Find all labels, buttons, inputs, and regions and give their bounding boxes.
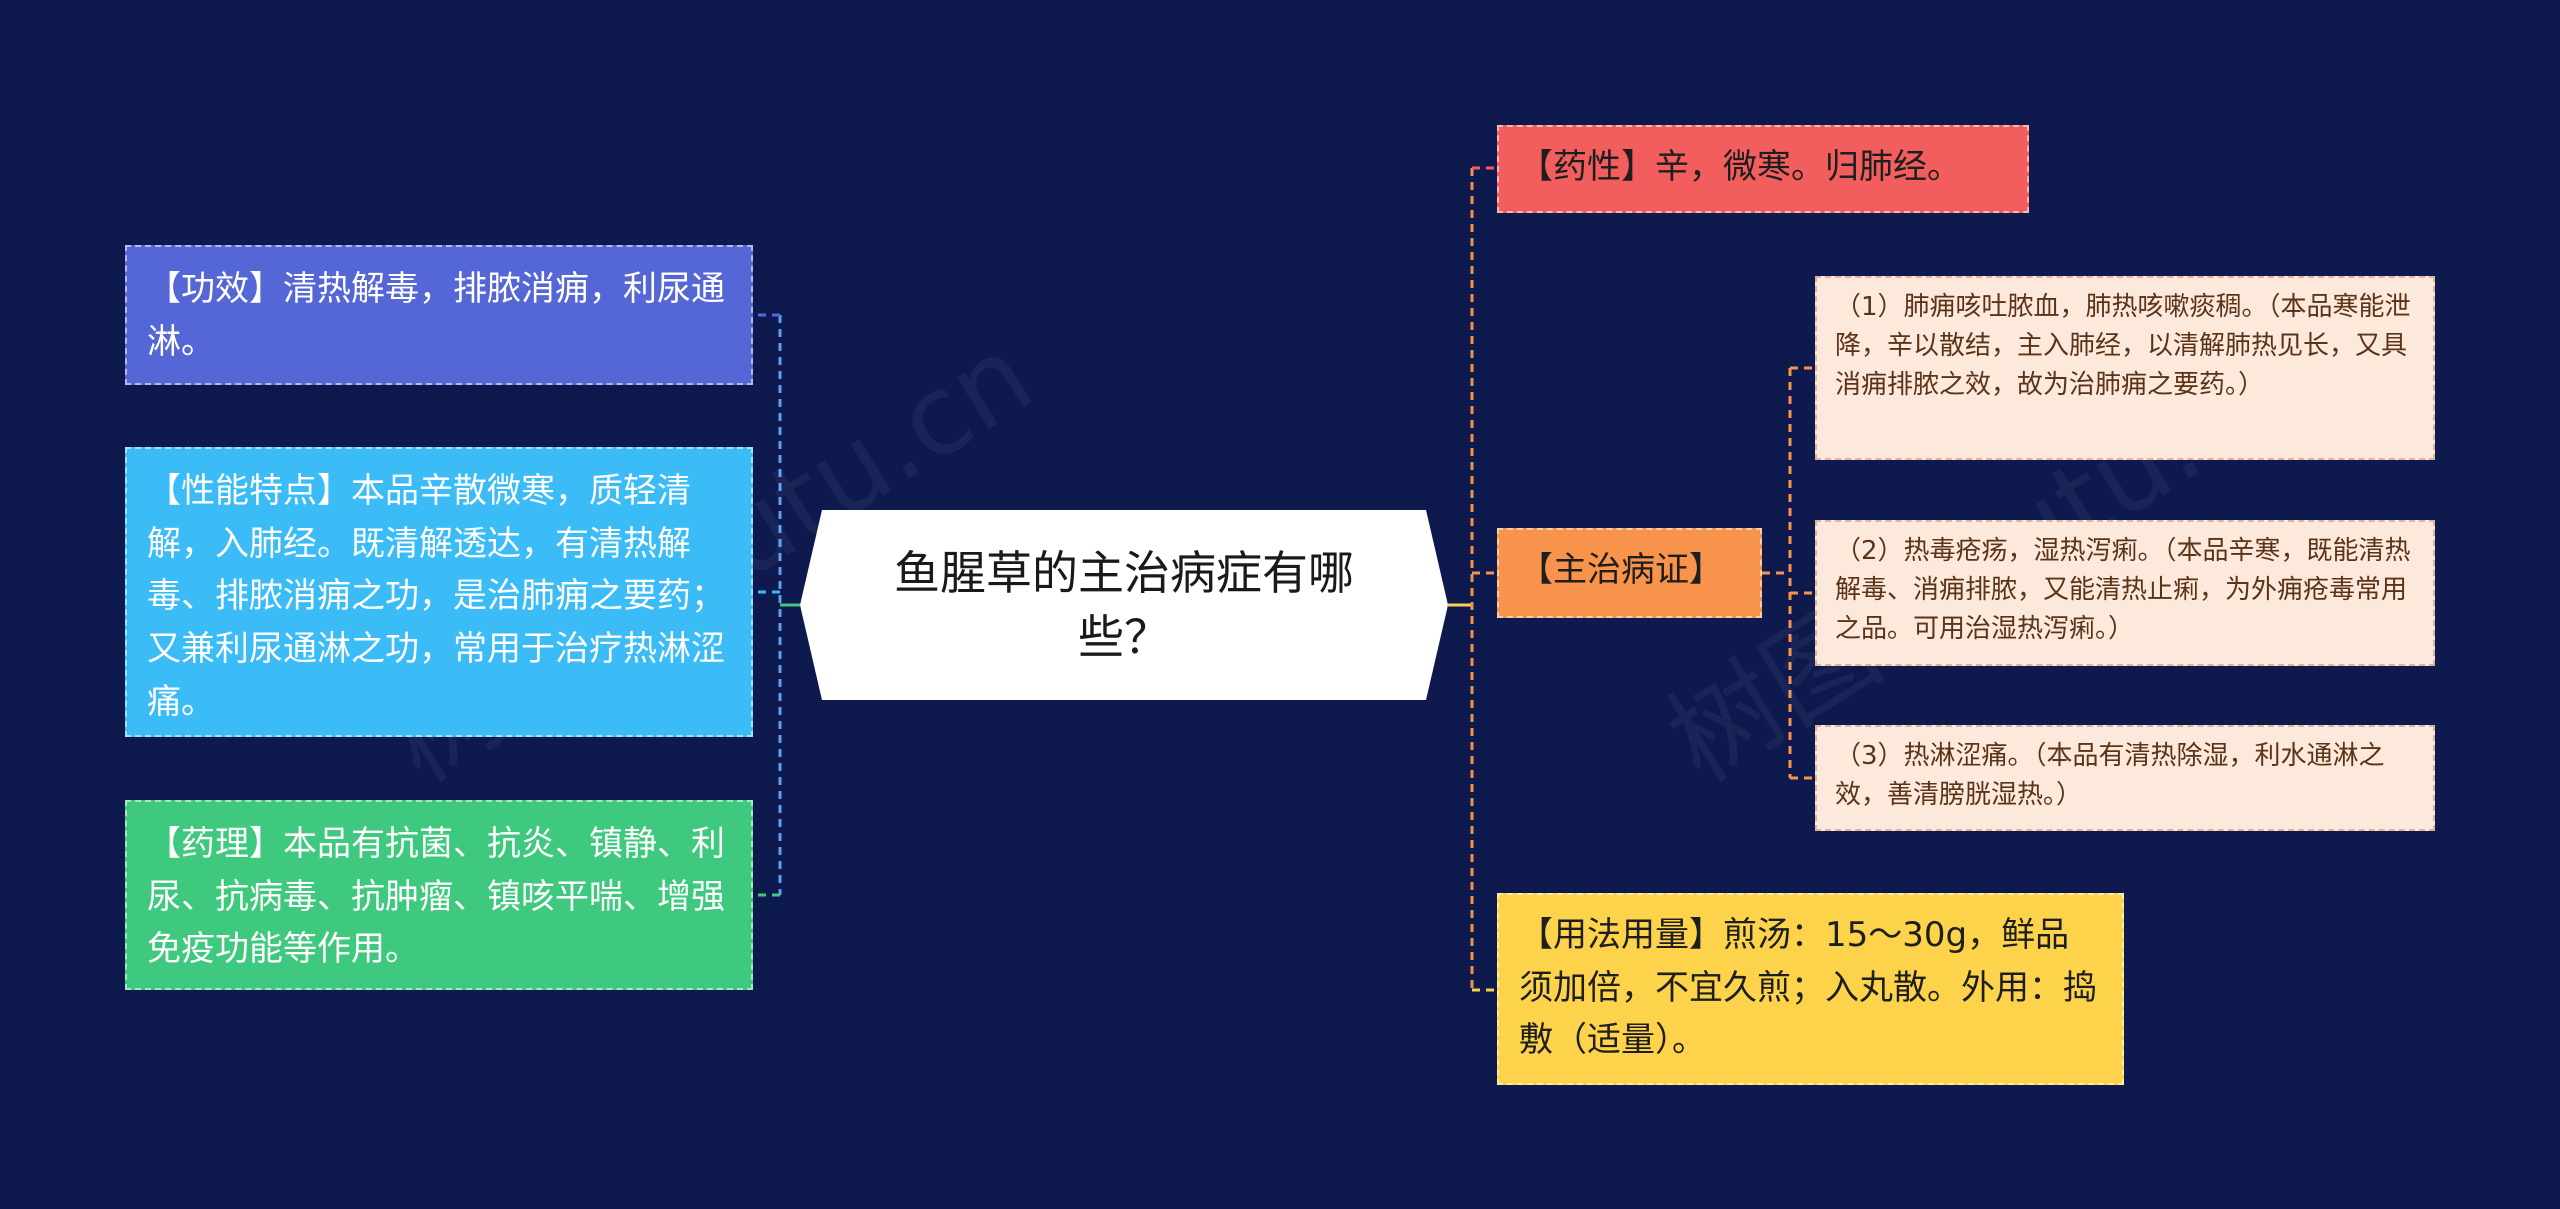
central-topic-title: 鱼腥草的主治病症有哪些？ <box>894 545 1354 664</box>
node-dosage-text: 【用法用量】煎汤：15～30g，鲜品须加倍，不宜久煎；入丸散。外用：捣敷（适量）… <box>1519 915 2097 1061</box>
indication-item-1-text: （1）肺痈咳吐脓血，肺热咳嗽痰稠。（本品寒能泄降，辛以散结，主入肺经，以清解肺热… <box>1835 292 2411 400</box>
node-efficacy-text: 【功效】清热解毒，排脓消痈，利尿通淋。 <box>147 269 725 362</box>
node-pharmacology[interactable]: 【药理】本品有抗菌、抗炎、镇静、利尿、抗病毒、抗肿瘤、镇咳平喘、增强免疫功能等作… <box>125 800 753 990</box>
node-property-text: 【药性】辛，微寒。归肺经。 <box>1519 147 1961 187</box>
indication-item-3-text: （3）热淋涩痛。（本品有清热除湿，利水通淋之效，善清膀胱湿热。） <box>1835 741 2385 810</box>
node-characteristics-text: 【性能特点】本品辛散微寒，质轻清解，入肺经。既清解透达，有清热解毒、排脓消痈之功… <box>147 471 725 722</box>
central-topic-node[interactable]: 鱼腥草的主治病症有哪些？ <box>800 510 1448 700</box>
node-characteristics[interactable]: 【性能特点】本品辛散微寒，质轻清解，入肺经。既清解透达，有清热解毒、排脓消痈之功… <box>125 447 753 737</box>
node-indications[interactable]: 【主治病证】 <box>1497 528 1762 618</box>
hexagon-shape <box>800 510 1448 700</box>
node-indications-text: 【主治病证】 <box>1519 550 1723 590</box>
node-efficacy[interactable]: 【功效】清热解毒，排脓消痈，利尿通淋。 <box>125 245 753 385</box>
indication-item-3[interactable]: （3）热淋涩痛。（本品有清热除湿，利水通淋之效，善清膀胱湿热。） <box>1815 725 2435 831</box>
indication-item-2[interactable]: （2）热毒疮疡，湿热泻痢。（本品辛寒，既能清热解毒、消痈排脓，又能清热止痢，为外… <box>1815 520 2435 666</box>
node-pharmacology-text: 【药理】本品有抗菌、抗炎、镇静、利尿、抗病毒、抗肿瘤、镇咳平喘、增强免疫功能等作… <box>147 824 725 970</box>
indication-item-1[interactable]: （1）肺痈咳吐脓血，肺热咳嗽痰稠。（本品寒能泄降，辛以散结，主入肺经，以清解肺热… <box>1815 276 2435 460</box>
node-dosage[interactable]: 【用法用量】煎汤：15～30g，鲜品须加倍，不宜久煎；入丸散。外用：捣敷（适量）… <box>1497 893 2124 1085</box>
indication-item-2-text: （2）热毒疮疡，湿热泻痢。（本品辛寒，既能清热解毒、消痈排脓，又能清热止痢，为外… <box>1835 536 2411 644</box>
node-property[interactable]: 【药性】辛，微寒。归肺经。 <box>1497 125 2029 213</box>
